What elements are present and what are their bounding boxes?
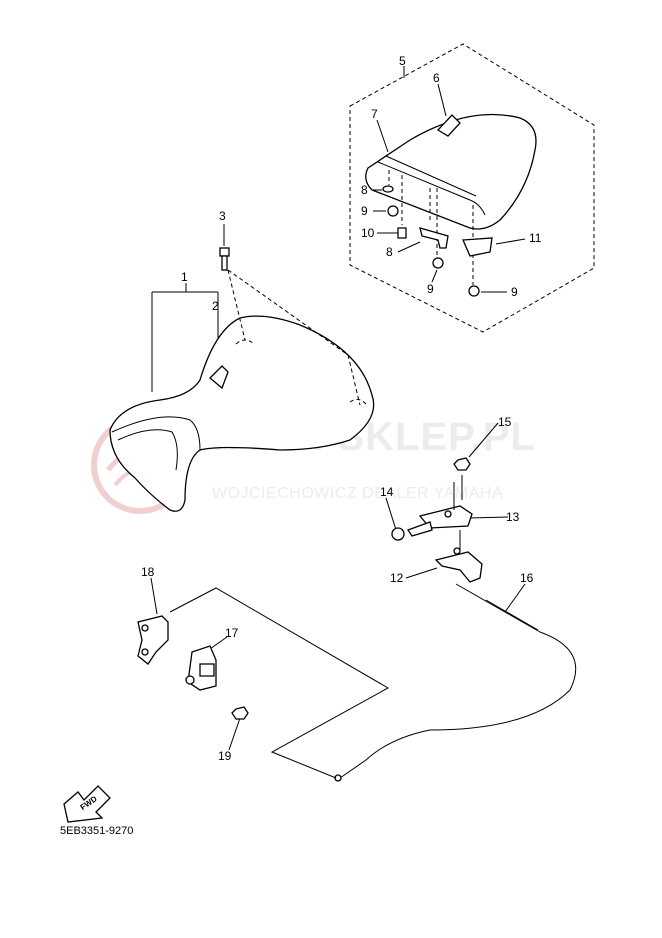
bolt-19 <box>231 706 249 720</box>
lock-17 <box>185 645 217 691</box>
watermark-subtitle: WOJCIECHOWICZ DEALER YAMAHA <box>212 485 503 502</box>
callout-14: 14 <box>380 485 394 499</box>
diagram-code: 5EB3351-9270 <box>60 825 133 837</box>
callout-6: 7 <box>371 107 378 121</box>
callout-8: 8 <box>386 245 393 259</box>
callout-18: 18 <box>141 565 155 579</box>
callout-19: 19 <box>218 749 232 763</box>
bolt-3 <box>219 247 230 271</box>
front-seat <box>109 269 375 512</box>
callout-11: 11 <box>529 231 542 245</box>
fwd-arrow-icon: FWD <box>63 785 111 823</box>
callout-7: 8 <box>361 183 368 197</box>
rear-seat <box>365 113 537 230</box>
callout-9c: 9 <box>511 285 518 299</box>
callout-9a: 9 <box>361 204 368 218</box>
callout-4: 5 <box>399 54 406 68</box>
cable-16 <box>334 583 577 782</box>
callout-5: 6 <box>433 71 440 85</box>
callout-2: 2 <box>212 299 219 313</box>
callout-12: 12 <box>390 571 404 585</box>
callout-16: 16 <box>520 571 534 585</box>
callout-15: 15 <box>498 415 512 429</box>
callouts: 5 6 7 8 9 10 8 9 11 9 3 1 2 15 14 13 12 … <box>141 54 542 763</box>
lock-assembly <box>391 457 483 583</box>
bracket-18 <box>137 615 169 665</box>
rear-seat-group-outline <box>349 43 595 333</box>
callout-3: 3 <box>219 209 226 223</box>
callout-17: 17 <box>225 626 239 640</box>
callout-13: 13 <box>506 510 520 524</box>
cable-routing-outline <box>169 587 390 779</box>
rear-seat-hardware <box>382 170 493 297</box>
callout-9b: 9 <box>427 282 434 296</box>
callout-10: 10 <box>361 226 375 240</box>
callout-1: 1 <box>181 270 188 284</box>
